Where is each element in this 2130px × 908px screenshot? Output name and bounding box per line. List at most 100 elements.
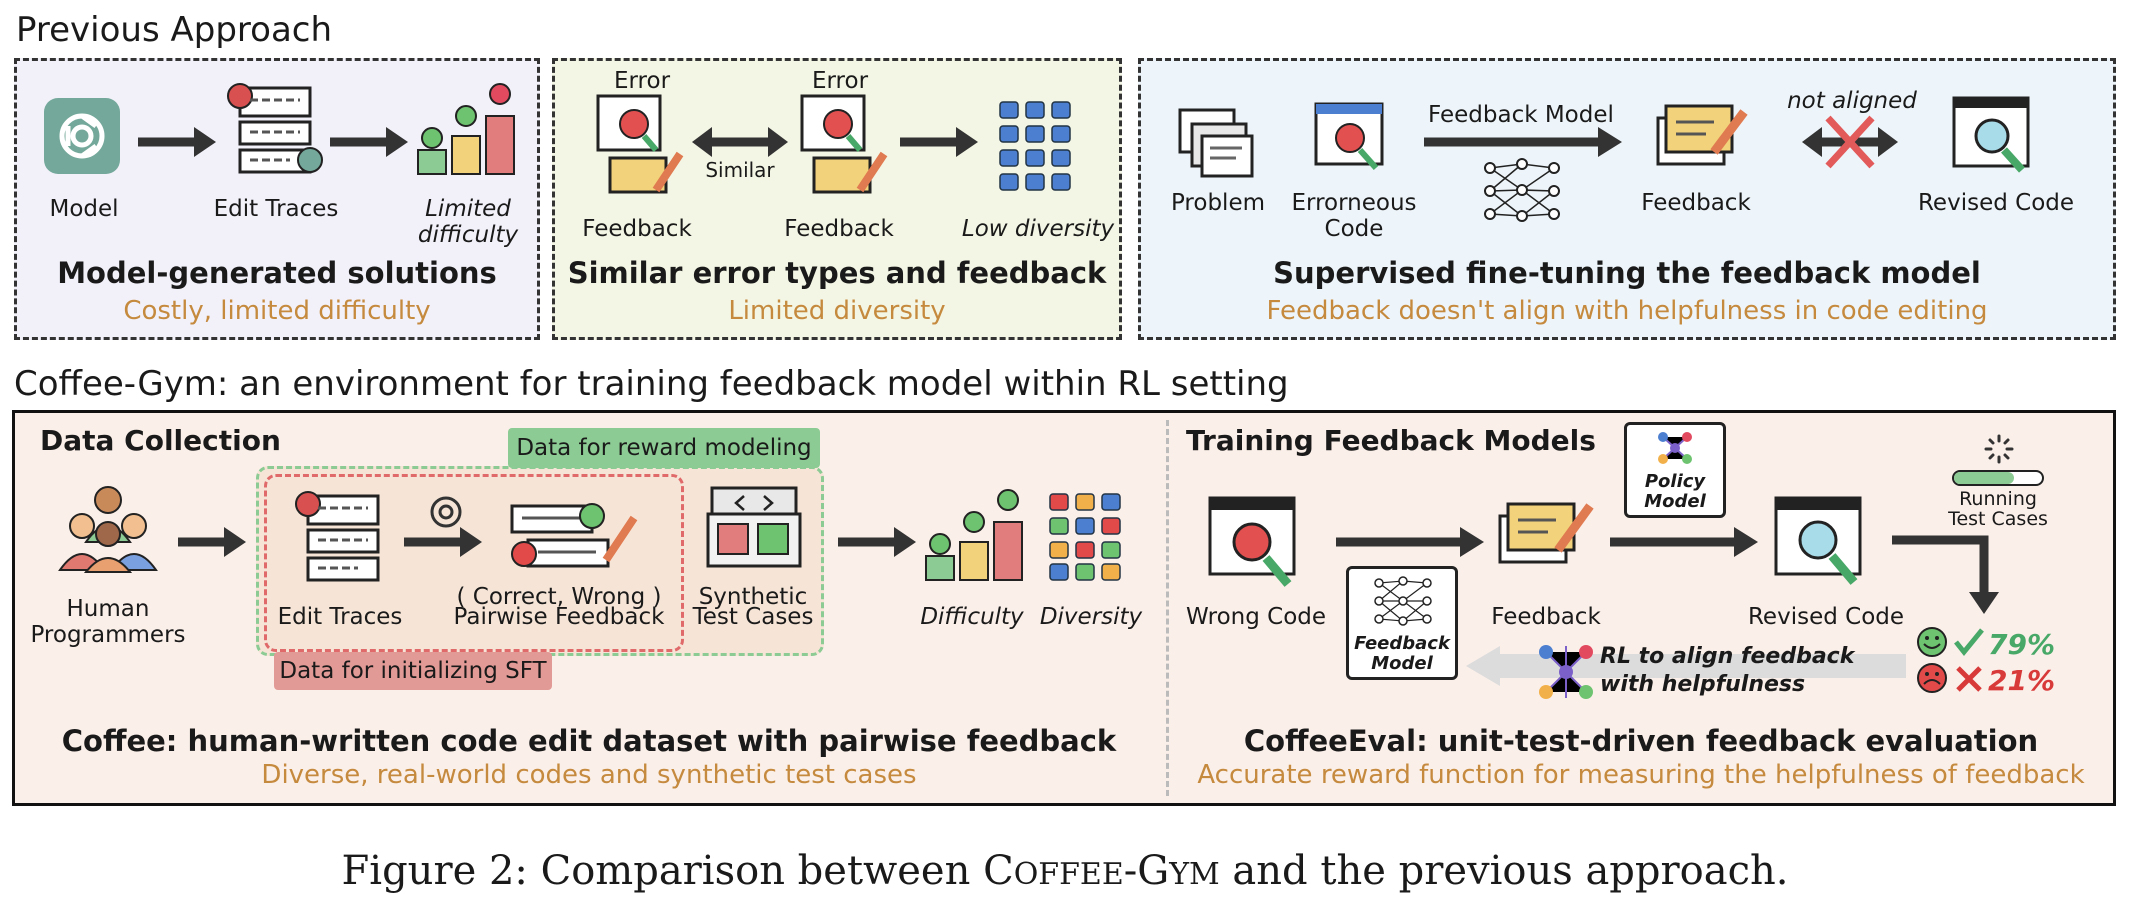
policy-model-box: Policy Model: [1624, 422, 1726, 518]
edit-traces-label: Edit Traces: [213, 196, 339, 222]
smile-frown-icons: [1917, 627, 1947, 693]
erroneous-label-line2: Code: [1324, 216, 1384, 242]
uniform-grid-icon: [999, 101, 1071, 191]
data-collection-subheading: Diverse, real-world codes and synthetic …: [261, 760, 917, 790]
feedback-model-box: Feedback Model: [1346, 566, 1458, 680]
pairwise-label-line1: ( Correct, Wrong ): [456, 584, 662, 610]
feedback-label-bottom: Feedback: [1491, 604, 1601, 630]
arrow-icon: [178, 527, 246, 557]
policy-network-icon: [1658, 432, 1692, 464]
caption-prefix: Figure 2: Comparison between: [341, 848, 984, 894]
panel3-subheading: Feedback doesn't align with helpfulness …: [1266, 296, 1988, 326]
training-heading: CoffeeEval: unit-test-driven feedback ev…: [1243, 724, 2039, 758]
limited-label-line2: difficulty: [417, 222, 519, 248]
fail-percentage: 21%: [1988, 664, 2056, 697]
caption-name-ym: YM: [1169, 857, 1220, 892]
erroneous-label-line1: Errorneous: [1291, 190, 1417, 216]
difficulty-bars-icon: [925, 489, 1023, 581]
policy-network-icon: [1539, 645, 1593, 699]
revised-code-icon: [1952, 96, 2030, 173]
previous-approach-title: Previous Approach: [16, 10, 333, 50]
difficulty-bars-icon: [417, 83, 515, 175]
section-divider: [1166, 420, 1169, 796]
data-collection-heading: Coffee: human-written code edit dataset …: [61, 724, 1117, 758]
feedback-label: Feedback: [1641, 190, 1751, 216]
feedback-icon: [1656, 104, 1748, 166]
diverse-grid-icon: [1049, 493, 1121, 581]
arrow-icon: [404, 527, 482, 557]
fb-model-label-line1: Feedback: [1354, 633, 1450, 654]
model-label: Model: [49, 196, 119, 222]
difficulty-label: Difficulty: [920, 604, 1024, 630]
edit-traces-label-bottom: Edit Traces: [277, 604, 403, 630]
limited-label-line1: Limited: [425, 196, 511, 222]
rl-label-line2: with helpfulness: [1600, 672, 1806, 697]
problem-icon: [1178, 108, 1254, 178]
bug-feedback-icon: [800, 94, 888, 194]
caption-name-dash: -: [1123, 848, 1138, 894]
check-cross-icons: [1954, 628, 1984, 692]
policy-label-line2: Model: [1644, 491, 1706, 512]
loading-spinner-icon: [1984, 434, 2014, 464]
caption-name-offee: OFFEE: [1013, 857, 1124, 892]
human-label-line2: Programmers: [30, 622, 186, 648]
crossed-double-arrow-icon: [1802, 115, 1898, 169]
bent-arrow-icon: [1892, 535, 1999, 614]
revised-code-label: Revised Code: [1917, 190, 2075, 216]
openai-logo-icon: [430, 496, 462, 528]
wrong-code-label: Wrong Code: [1185, 604, 1327, 630]
neural-network-icon: [1484, 158, 1560, 222]
erroneous-code-icon: [1314, 102, 1384, 170]
panel3-heading: Supervised fine-tuning the feedback mode…: [1273, 256, 1981, 290]
feedback-label-a: Feedback: [582, 216, 692, 242]
training-subheading: Accurate reward function for measuring t…: [1197, 760, 2085, 790]
synthetic-label-line2: Test Cases: [692, 604, 814, 630]
rl-label-line1: RL to align feedback: [1600, 644, 1855, 669]
bug-feedback-icon: [596, 94, 684, 194]
reward-data-tag: Data for reward modeling: [508, 428, 820, 468]
caption-name-g: G: [1137, 848, 1170, 894]
progress-bar: [1952, 470, 2044, 486]
feedback-model-label: Feedback Model: [1428, 102, 1614, 128]
pass-percentage: 79%: [1988, 628, 2056, 661]
double-arrow-icon: [692, 127, 788, 157]
wrong-code-icon: [1208, 496, 1296, 587]
low-diversity-label: Low diversity: [961, 216, 1115, 242]
revised-code-icon: [1774, 496, 1862, 585]
caption-suffix: and the previous approach.: [1219, 848, 1789, 894]
error-label-b: Error: [811, 68, 869, 94]
arrow-icon: [330, 127, 408, 157]
panel1-subheading: Costly, limited difficulty: [123, 296, 431, 326]
similar-label: Similar: [705, 158, 775, 182]
arrow-icon: [1336, 527, 1484, 557]
arrow-icon: [1610, 527, 1758, 557]
running-label-line1: Running: [1959, 488, 2037, 510]
diversity-label: Diversity: [1039, 604, 1143, 630]
arrow-icon: [138, 127, 216, 157]
not-aligned-label: not aligned: [1787, 88, 1917, 114]
panel2-subheading: Limited diversity: [728, 296, 946, 326]
figure-caption: Figure 2: Comparison between COFFEE-GYM …: [0, 848, 2130, 894]
panel2-heading: Similar error types and feedback: [567, 256, 1107, 290]
edit-traces-icon: [295, 491, 380, 582]
progress-fill: [1954, 472, 2014, 484]
human-programmers-icon: [58, 486, 158, 573]
feedback-icon: [1498, 502, 1594, 564]
human-label-line1: Human: [66, 596, 150, 622]
training-title: Training Feedback Models: [1186, 424, 1596, 457]
edit-traces-icon: [227, 83, 323, 174]
fb-model-label-line2: Model: [1371, 653, 1433, 674]
sft-data-tag: Data for initializing SFT: [274, 652, 552, 690]
arrow-icon: [1424, 127, 1622, 157]
neural-network-icon: [1374, 576, 1432, 626]
data-collection-title: Data Collection: [40, 424, 281, 457]
problem-label: Problem: [1170, 190, 1266, 216]
feedback-label-b: Feedback: [784, 216, 894, 242]
arrow-icon: [900, 127, 978, 157]
openai-logo-icon: [44, 98, 120, 174]
coffee-gym-title: Coffee-Gym: an environment for training …: [14, 364, 1289, 404]
panel1-heading: Model-generated solutions: [57, 256, 497, 290]
policy-label-line1: Policy: [1644, 471, 1706, 492]
revised-code-label-bottom: Revised Code: [1747, 604, 1905, 630]
pairwise-label-line2: Pairwise Feedback: [453, 604, 665, 630]
